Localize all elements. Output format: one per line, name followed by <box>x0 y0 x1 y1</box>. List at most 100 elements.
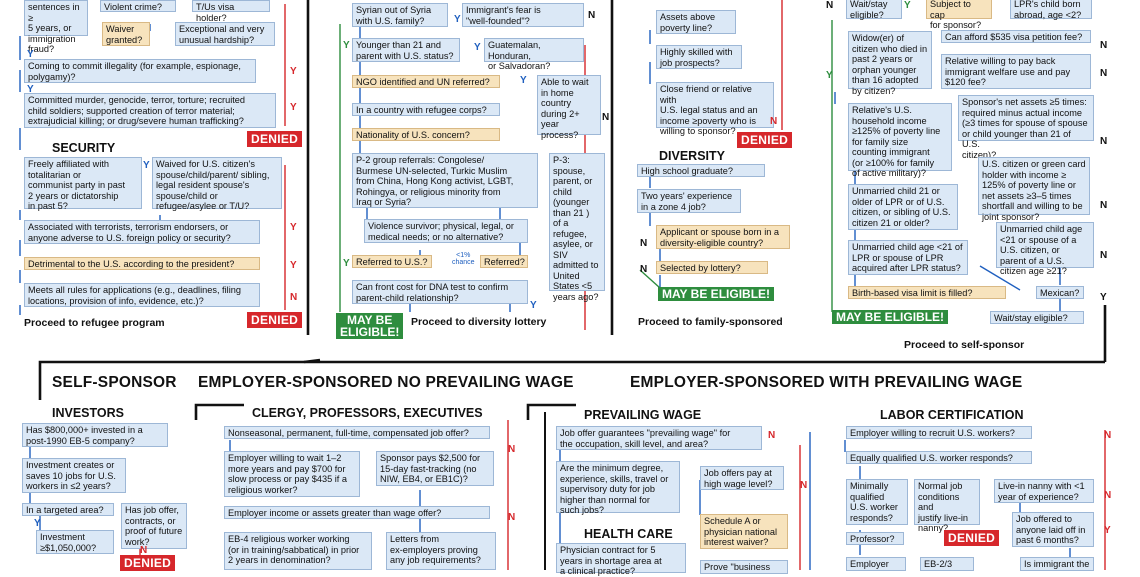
fast-tracking-question: Sponsor pays $2,500 for 15-day fast-trac… <box>376 451 494 486</box>
employer-no-wage-heading: EMPLOYER-SPONSORED NO PREVAILING WAGE <box>198 374 574 391</box>
ex-employer-letters-question: Letters from ex-employers proving any jo… <box>386 532 496 570</box>
no-label: N <box>770 116 778 127</box>
chance-note: <1% chance <box>452 252 475 266</box>
no-label: N <box>826 0 834 11</box>
denied-badge: DENIED <box>247 131 303 147</box>
unmarried-child-21-question: Unmarried child 21 or older of LPR or of… <box>848 184 958 230</box>
yes-label: Y <box>343 40 350 51</box>
denied-badge: DENIED <box>120 555 176 571</box>
criminal-sentence-question: sentences in ≥ 5 years, or immigration f… <box>24 0 88 54</box>
health-care-heading: HEALTH CARE <box>584 527 673 541</box>
no-label: Y <box>1104 525 1111 536</box>
yes-label: Y <box>520 75 527 86</box>
business-question: Prove "business <box>700 560 788 574</box>
spouse-parent-question: Unmarried child age <21 or spouse of a U… <box>996 222 1094 276</box>
no-label: Y <box>290 102 297 113</box>
president-detrimental-question: Detrimental to the U.S. according to the… <box>24 257 260 270</box>
no-label: Y <box>290 222 297 233</box>
no-label: N <box>588 10 596 21</box>
application-rules-question: Meets all rules for applications (e.g., … <box>24 283 260 307</box>
illegality-question: Coming to commit illegality (for example… <box>24 59 256 83</box>
refugee-corps-question: In a country with refugee corps? <box>352 103 500 116</box>
yes-label: Y <box>143 160 150 171</box>
job-offer-question: Nonseasonal, permanent, full-time, compe… <box>224 426 490 439</box>
wait-stay-top-question: Wait/stay eligible? <box>846 0 902 20</box>
immigrant-question: Is immigrant the <box>1020 557 1094 571</box>
prevailing-wage-question: Job offer guarantees "prevailing wage" f… <box>556 426 762 450</box>
yes-label: Y <box>826 70 833 81</box>
minimum-requirements-question: Are the minimum degree, experience, skil… <box>556 461 680 515</box>
yes-label: Y <box>474 42 481 53</box>
lpr-spouse-child-question: Unmarried child age <21 of LPR or spouse… <box>848 240 968 275</box>
household-income-question: Relative's U.S. household income ≥125% o… <box>848 103 952 178</box>
referred-question: Referred? <box>480 255 528 268</box>
wait-stay-question: Wait/stay eligible? <box>990 311 1084 324</box>
no-label: N <box>1104 430 1112 441</box>
no-label: N <box>1100 68 1108 79</box>
no-label: N <box>602 112 610 123</box>
no-label: N <box>1100 40 1108 51</box>
sponsor-friend-question: Close friend or relative with U.S. legal… <box>656 82 774 136</box>
labor-cert-heading: LABOR CERTIFICATION <box>880 408 1024 422</box>
lottery-question: Selected by lottery? <box>656 261 768 274</box>
self-sponsor-heading: SELF-SPONSOR <box>52 374 177 391</box>
no-label: Y <box>290 260 297 271</box>
widow-orphan-question: Widow(er) of citizen who died in past 2 … <box>848 31 932 96</box>
yes-label: Y <box>27 84 34 95</box>
murder-terror-question: Committed murder, genocide, terror, tort… <box>24 93 276 128</box>
younger-than-21-question: Younger than 21 and parent with U.S. sta… <box>352 38 460 62</box>
no-label: N <box>640 238 648 249</box>
employer-question: Employer <box>846 557 906 571</box>
physician-contract-question: Physician contract for 5 years in shorta… <box>556 543 686 576</box>
security-waiver-question: Waived for U.S. citizen's spouse/child/p… <box>152 157 282 211</box>
no-label: Y <box>290 66 297 77</box>
prevailing-wage-heading: PREVAILING WAGE <box>584 408 702 422</box>
denied-badge: DENIED <box>737 132 793 148</box>
p2-group-question: P-2 group referrals: Congolese/ Burmese … <box>352 153 538 208</box>
diversity-country-question: Applicant or spouse born in a diversity-… <box>656 225 790 249</box>
laid-off-question: Job offered to anyone laid off in past 6… <box>1012 512 1094 547</box>
proceed-refugee-text: Proceed to refugee program <box>24 317 165 329</box>
diversity-heading: DIVERSITY <box>659 149 725 163</box>
minimally-qualified-question: Minimally qualified U.S. worker responds… <box>846 479 908 525</box>
zone4-experience-question: Two years' experience in a zone 4 job? <box>637 189 741 213</box>
no-label: Y <box>1100 292 1107 303</box>
denied-badge: DENIED <box>944 530 1000 546</box>
central-american-question: Guatemalan, Honduran, or Salvadoran? <box>484 38 584 71</box>
p3-family-question: P-3: spouse, parent, or child (younger t… <box>549 153 605 302</box>
cap-sponsor-question: Subject to cap for sponsor? <box>926 0 992 30</box>
may-be-eligible-badge: MAY BE ELIGIBLE! <box>832 310 949 324</box>
investors-heading: INVESTORS <box>52 406 125 420</box>
eb23-question: EB-2/3 <box>920 557 974 571</box>
visa-limit-question: Birth-based visa limit is filled? <box>848 286 1006 299</box>
joint-sponsor-question: U.S. citizen or green card holder with i… <box>978 157 1090 222</box>
investment-amount-question: Investment ≥$1,050,000? <box>36 530 114 554</box>
employer-wait-question: Employer willing to wait 1–2 more years … <box>224 451 360 497</box>
schedule-a-question: Schedule A or physician national interes… <box>700 514 788 549</box>
future-work-question: Has job offer, contracts, or proof of fu… <box>121 503 187 549</box>
equally-qualified-question: Equally qualified U.S. worker responds? <box>846 451 1032 464</box>
no-label: N <box>290 292 298 303</box>
high-school-question: High school graduate? <box>637 164 765 177</box>
terrorist-association-question: Associated with terrorists, terrorism en… <box>24 220 260 244</box>
no-label: N <box>1100 250 1108 261</box>
may-be-eligible-badge: MAY BE ELIGIBLE! <box>336 313 404 339</box>
totalitarian-party-question: Freely affiliated with totalitarian or c… <box>24 157 142 211</box>
no-label: N <box>1100 136 1108 147</box>
no-label: N <box>800 480 808 491</box>
security-heading: SECURITY <box>52 141 116 155</box>
dna-test-question: Can front cost for DNA test to confirm p… <box>352 280 528 304</box>
no-label: N <box>640 264 648 275</box>
professor-question: Professor? <box>846 532 904 545</box>
no-label: N <box>508 444 516 455</box>
syrian-question: Syrian out of Syria with U.S. family? <box>352 3 448 27</box>
no-label: N <box>140 545 148 556</box>
waiver-granted-question: Waiver granted? <box>102 22 150 46</box>
sponsor-assets-question: Sponsor's net assets ≥5 times: required … <box>958 95 1094 160</box>
violence-survivor-question: Violence survivor; physical, legal, or m… <box>364 219 528 243</box>
may-be-eligible-badge: MAY BE ELIGIBLE! <box>658 287 775 301</box>
welfare-payback-question: Relative willing to pay back immigrant w… <box>941 54 1091 89</box>
no-label: N <box>1100 200 1108 211</box>
no-label: N <box>1104 490 1112 501</box>
referred-us-question: Referred to U.S.? <box>352 255 432 268</box>
